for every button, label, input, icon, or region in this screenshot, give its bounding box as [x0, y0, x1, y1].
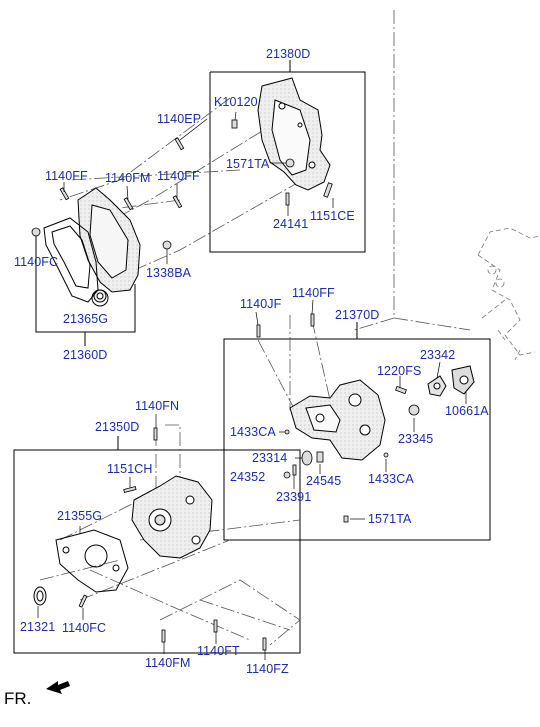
part-oil-pump-23342: [427, 375, 447, 397]
label-1140FM-a: 1140FM: [105, 171, 151, 185]
label-1433CA-b: 1433CA: [368, 472, 414, 486]
label-21350D: 21350D: [95, 420, 140, 434]
label-21355G: 21355G: [57, 509, 103, 523]
part-upper-timing-cover: [257, 77, 331, 191]
part-1140fm-b: [161, 629, 166, 643]
part-1140ff-b: [172, 195, 183, 209]
part-1140ft: [213, 619, 218, 633]
label-1571TA-b: 1571TA: [368, 512, 412, 526]
label-1140EP: 1140EP: [157, 112, 202, 126]
label-1140FM-b: 1140FM: [145, 656, 191, 670]
part-1140fn: [153, 427, 158, 441]
part-gasket-21355G: [55, 529, 129, 593]
label-1140FF-b: 1140FF: [157, 169, 200, 183]
part-1140ff-c: [310, 313, 315, 327]
label-21380D: 21380D: [266, 47, 311, 61]
part-front-cover-21370D: [289, 379, 386, 461]
front-arrow-icon: [46, 681, 70, 694]
label-1140FZ: 1140FZ: [246, 662, 289, 676]
part-1220fs: [395, 385, 407, 395]
part-23314: [301, 450, 313, 466]
part-timing-cover-21360D: [77, 187, 141, 303]
label-24352: 24352: [230, 470, 266, 484]
part-23391: [292, 464, 297, 476]
label-K10120: K10120: [214, 95, 258, 109]
engine-outline: [477, 227, 540, 361]
label-1151CE: 1151CE: [310, 209, 355, 223]
part-1571ta-top: [285, 158, 295, 168]
label-23345: 23345: [398, 432, 434, 446]
part-1433ca-b: [383, 452, 389, 458]
part-1140jf: [256, 324, 261, 338]
part-1140fm-a: [123, 197, 134, 211]
part-1151ce: [323, 182, 333, 198]
front-direction-label: FR.: [4, 689, 32, 708]
part-24352: [283, 471, 291, 479]
part-1140fc-a: [31, 227, 41, 237]
part-1433ca-a: [284, 429, 290, 435]
label-1571TA-top: 1571TA: [226, 157, 270, 171]
part-1151ch: [123, 486, 137, 494]
label-23314: 23314: [252, 451, 288, 465]
part-10661A: [451, 365, 475, 395]
label-21321: 21321: [20, 620, 56, 634]
part-1140ep: [174, 137, 185, 151]
label-1338BA: 1338BA: [146, 266, 192, 280]
label-23342: 23342: [420, 348, 456, 362]
frame-21380D: [209, 71, 366, 253]
part-1571ta-b: [343, 515, 349, 523]
part-k10120: [231, 119, 238, 129]
label-1140FC-b: 1140FC: [62, 621, 107, 635]
label-23391: 23391: [276, 490, 312, 504]
label-24141: 24141: [273, 217, 309, 231]
label-24545: 24545: [306, 474, 342, 488]
label-1140FF-a: 1140FF: [45, 169, 88, 183]
label-1140FN: 1140FN: [135, 399, 180, 413]
label-10661A: 10661A: [445, 404, 489, 418]
part-1140fc-b: [78, 594, 88, 608]
label-21365G: 21365G: [63, 312, 109, 326]
label-21370D: 21370D: [335, 308, 380, 322]
label-1140FF-c: 1140FF: [292, 286, 335, 300]
label-1140JF: 1140JF: [240, 297, 282, 311]
part-24545: [316, 451, 324, 463]
part-23345: [408, 404, 420, 416]
label-1433CA-a: 1433CA: [230, 425, 276, 439]
label-1140FT: 1140FT: [197, 644, 240, 658]
part-1140ff-a: [59, 187, 70, 201]
label-1151CH: 1151CH: [107, 462, 153, 476]
part-front-case-21350D: [131, 475, 213, 559]
part-1140fz: [262, 637, 267, 651]
frame-21350D: [13, 449, 301, 654]
label-21360D: 21360D: [63, 348, 108, 362]
part-24141: [285, 192, 290, 206]
label-1140FC-a: 1140FC: [14, 255, 59, 269]
part-gasket-21365G: [43, 217, 109, 307]
label-1220FS: 1220FS: [377, 364, 422, 378]
part-1338ba: [162, 240, 172, 250]
